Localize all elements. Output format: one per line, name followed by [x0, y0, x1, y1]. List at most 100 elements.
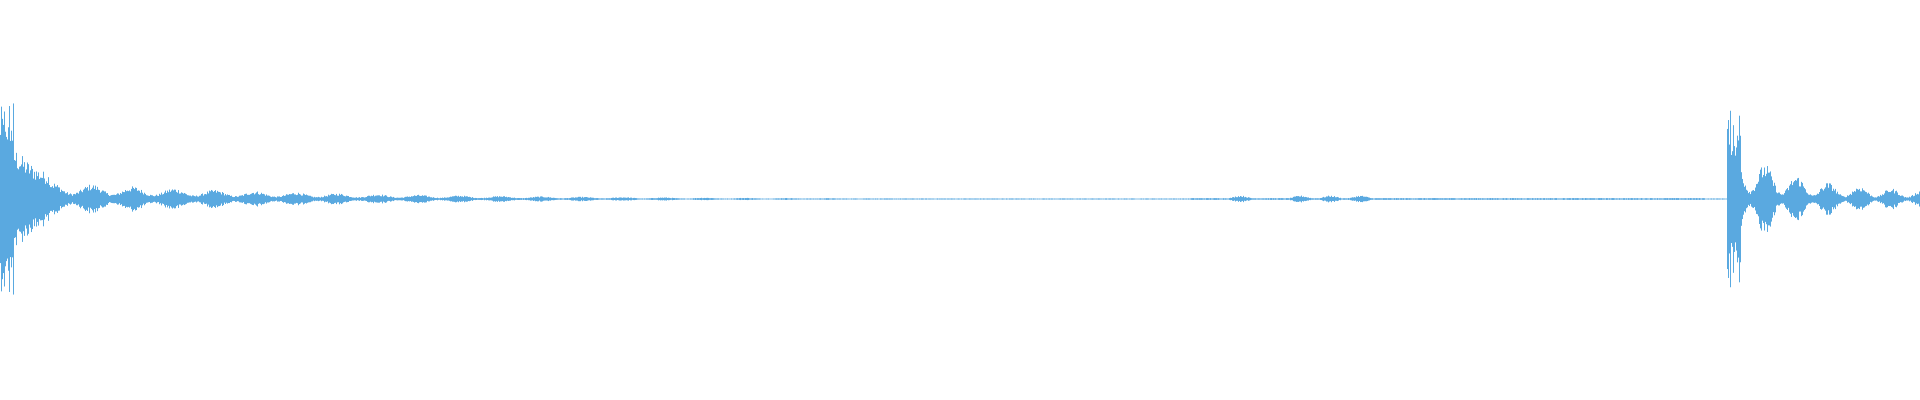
waveform-sample	[565, 198, 566, 200]
waveform-sample	[930, 198, 931, 200]
waveform-sample	[64, 191, 65, 207]
waveform-sample	[1724, 198, 1725, 200]
waveform-sample	[167, 190, 168, 208]
waveform-sample	[1857, 189, 1858, 209]
waveform-sample	[423, 195, 424, 203]
waveform-sample	[640, 198, 641, 200]
waveform-sample	[1190, 198, 1191, 200]
waveform-sample	[1662, 198, 1663, 200]
waveform-sample	[16, 152, 17, 246]
waveform-sample	[1573, 198, 1574, 200]
waveform-sample	[143, 194, 144, 204]
waveform-sample	[343, 195, 344, 203]
waveform-sample	[695, 198, 696, 200]
waveform-sample	[79, 191, 80, 207]
waveform-sample	[1826, 183, 1827, 215]
waveform-sample	[826, 198, 827, 200]
waveform-sample	[815, 198, 816, 200]
waveform-sample	[395, 197, 396, 201]
waveform-sample	[1164, 198, 1165, 200]
waveform-sample	[1534, 198, 1535, 200]
waveform-sample	[627, 197, 628, 201]
waveform-sample	[545, 197, 546, 201]
waveform-sample	[1305, 196, 1306, 202]
waveform-sample	[1089, 198, 1090, 200]
waveform-sample	[835, 198, 836, 200]
waveform-sample	[1605, 198, 1606, 200]
waveform-sample	[1445, 198, 1446, 200]
waveform-sample	[1566, 198, 1567, 200]
waveform-sample	[1166, 198, 1167, 200]
waveform-sample	[715, 198, 716, 200]
waveform-sample	[1299, 196, 1300, 202]
waveform-sample	[681, 198, 682, 200]
waveform-sample	[1171, 198, 1172, 200]
waveform-sample	[1399, 198, 1400, 200]
waveform-sample	[879, 198, 880, 200]
waveform-sample	[1383, 198, 1384, 200]
waveform-sample	[1540, 198, 1541, 200]
waveform-sample	[1181, 198, 1182, 200]
waveform-sample	[986, 198, 987, 200]
waveform-sample	[1655, 198, 1656, 200]
waveform-sample	[855, 198, 856, 200]
waveform-sample	[893, 198, 894, 200]
waveform-sample	[499, 196, 500, 202]
waveform-sample	[11, 130, 12, 268]
waveform-sample	[1180, 198, 1181, 200]
waveform-sample	[248, 194, 249, 204]
waveform-sample	[1577, 198, 1578, 200]
waveform-sample	[571, 197, 572, 201]
waveform-sample	[1539, 198, 1540, 200]
waveform-sample	[525, 197, 526, 201]
waveform-sample	[1867, 193, 1868, 205]
waveform-sample	[1286, 198, 1287, 200]
waveform-sample	[346, 195, 347, 203]
waveform-sample	[131, 188, 132, 210]
waveform-sample	[1489, 198, 1490, 200]
waveform-sample	[451, 196, 452, 202]
waveform-sample	[950, 198, 951, 200]
waveform-sample	[1282, 198, 1283, 200]
waveform-sample	[448, 197, 449, 201]
waveform-sample	[865, 198, 866, 200]
waveform-sample	[127, 190, 128, 208]
waveform-sample	[1287, 198, 1288, 200]
waveform-sample	[1667, 198, 1668, 200]
waveform-sample	[142, 192, 143, 206]
waveform-sample	[572, 197, 573, 201]
waveform-sample	[494, 196, 495, 202]
waveform-sample	[1866, 192, 1867, 206]
waveform-sample	[669, 197, 670, 201]
waveform-sample	[637, 198, 638, 200]
waveform-sample	[477, 198, 478, 200]
waveform-sample	[1097, 198, 1098, 200]
waveform-sample	[1811, 195, 1812, 203]
waveform-sample	[1674, 198, 1675, 200]
waveform-sample	[847, 198, 848, 200]
waveform-sample	[1500, 198, 1501, 200]
waveform-sample	[1392, 198, 1393, 200]
waveform-sample	[1006, 198, 1007, 200]
waveform-sample	[341, 193, 342, 205]
waveform-sample	[1730, 110, 1731, 288]
waveform-sample	[1729, 144, 1730, 254]
waveform-sample	[1240, 196, 1241, 202]
waveform-sample	[1618, 198, 1619, 200]
waveform-sample	[1009, 198, 1010, 200]
waveform-sample	[509, 197, 510, 201]
waveform-sample	[245, 193, 246, 205]
waveform-sample	[814, 198, 815, 200]
waveform-sample	[1890, 192, 1891, 206]
waveform-sample	[1769, 172, 1770, 226]
waveform-sample	[1377, 198, 1378, 200]
waveform-sample	[738, 198, 739, 200]
waveform-sample	[1555, 198, 1556, 200]
waveform-sample	[553, 197, 554, 201]
waveform-sample	[250, 194, 251, 204]
waveform-sample	[660, 197, 661, 201]
waveform-sample	[1460, 198, 1461, 200]
waveform-sample	[172, 189, 173, 209]
waveform-sample	[1076, 198, 1077, 200]
